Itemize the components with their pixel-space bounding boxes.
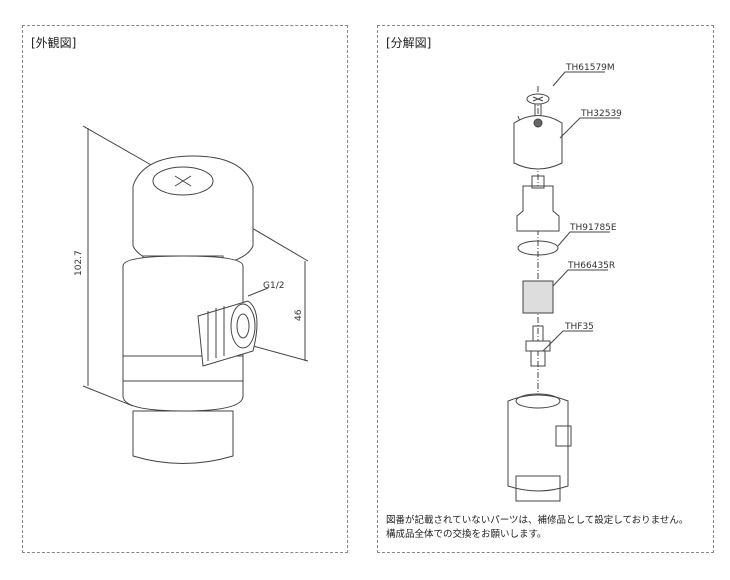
part-label-TH91785E: TH91785E <box>569 223 617 233</box>
parts-note: 図番が記載されていないパーツは、補修品として設定しておりません。 構成品全体での… <box>386 514 688 542</box>
part-label-TH61579M: TH61579M <box>565 63 615 73</box>
parts-note-line1: 図番が記載されていないパーツは、補修品として設定しておりません。 <box>386 515 689 526</box>
exterior-view-title: [外観図] <box>31 36 77 50</box>
exterior-view-panel: [外観図] G1/2 102.7 46 <box>22 25 348 553</box>
height-dimension-label: 102.7 <box>74 250 84 276</box>
parts-note-line2: 構成品全体での交換をお願いします。 <box>386 529 547 540</box>
exploded-view-panel: [分解図] TH61579M TH32539 TH91785E TH66435R… <box>377 25 714 553</box>
part-label-THF35: THF35 <box>564 322 594 332</box>
part-label-TH32539: TH32539 <box>580 109 622 119</box>
thread-spec-label: G1/2 <box>263 281 284 291</box>
outlet-dimension-label: 46 <box>294 309 304 321</box>
valve-exterior-drawing: G1/2 102.7 46 <box>74 125 309 464</box>
valve-exploded-drawing: TH61579M TH32539 TH91785E TH66435R THF35 <box>507 63 622 502</box>
part-label-TH66435R: TH66435R <box>567 261 615 271</box>
exploded-view-title: [分解図] <box>386 36 432 50</box>
